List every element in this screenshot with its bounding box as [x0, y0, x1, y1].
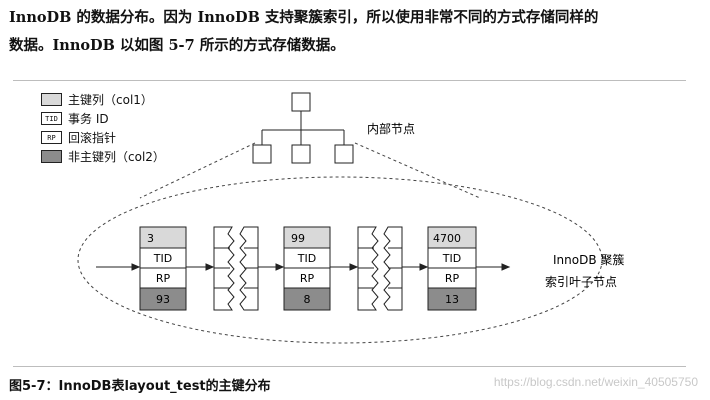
- page-2-tid: TID: [297, 252, 316, 265]
- leaf-page-2: 99 TID RP 8: [283, 226, 331, 311]
- internal-nodes-label: 内部节点: [367, 121, 415, 136]
- leaf-label-line1: InnoDB 聚簇: [553, 252, 624, 267]
- watermark: https://blog.csdn.net/weixin_40505750: [493, 375, 698, 389]
- legend-primary-key: 主键列（col1）: [41, 90, 165, 109]
- legend-tid: TID 事务 ID: [41, 109, 165, 128]
- legend-rp: RP 回滚指针: [41, 128, 165, 147]
- child-node-left: [252, 144, 272, 164]
- legend: 主键列（col1） TID 事务 ID RP 回滚指针 非主键列（col2）: [41, 90, 165, 166]
- torn-page-1: [213, 226, 259, 311]
- legend-non-primary: 非主键列（col2）: [41, 147, 165, 166]
- intro-paragraph: InnoDB 的数据分布。因为 InnoDB 支持聚簇索引，所以使用非常不同的方…: [9, 4, 699, 60]
- primary-key-swatch: [41, 93, 62, 106]
- leaf-level-ellipse: [77, 176, 603, 344]
- leaf-page-3: 4700 TID RP 13: [427, 226, 477, 311]
- legend-non-primary-label: 非主键列（col2）: [68, 150, 165, 164]
- torn-page-2: [357, 226, 403, 311]
- child-node-middle: [291, 144, 311, 164]
- page-3-col2: 13: [445, 293, 459, 306]
- child-node-right: [334, 144, 354, 164]
- page-1-col2: 93: [156, 293, 170, 306]
- funnel-line-right: [354, 142, 481, 199]
- page-3-key: 4700: [433, 232, 461, 245]
- intro-line-2: 数据。InnoDB 以如图 5-7 所示的方式存储数据。: [9, 37, 345, 54]
- page-2-col2: 8: [304, 293, 311, 306]
- page-3-tid: TID: [442, 252, 461, 265]
- page-1-tid: TID: [153, 252, 172, 265]
- legend-rp-label: 回滚指针: [68, 131, 117, 145]
- non-primary-swatch: [41, 150, 62, 163]
- page-2-rp: RP: [300, 272, 315, 285]
- figure-frame: [13, 80, 686, 367]
- page-2-key: 99: [291, 232, 305, 245]
- leaf-page-1: 3 TID RP 93: [139, 226, 187, 311]
- figure-caption: 图5-7：InnoDB表layout_test的主键分布: [9, 379, 271, 394]
- page-1-rp: RP: [156, 272, 171, 285]
- intro-line-1: InnoDB 的数据分布。因为 InnoDB 支持聚簇索引，所以使用非常不同的方…: [9, 9, 599, 26]
- root-node: [291, 92, 311, 112]
- tid-icon: TID: [41, 112, 62, 125]
- leaf-label-line2: 索引叶子节点: [545, 275, 617, 289]
- page-3-rp: RP: [445, 272, 460, 285]
- rp-icon: RP: [41, 131, 62, 144]
- legend-primary-key-label: 主键列（col1）: [68, 93, 153, 107]
- page-1-key: 3: [147, 232, 154, 245]
- legend-tid-label: 事务 ID: [68, 112, 109, 126]
- leaf-arrows: [96, 263, 511, 271]
